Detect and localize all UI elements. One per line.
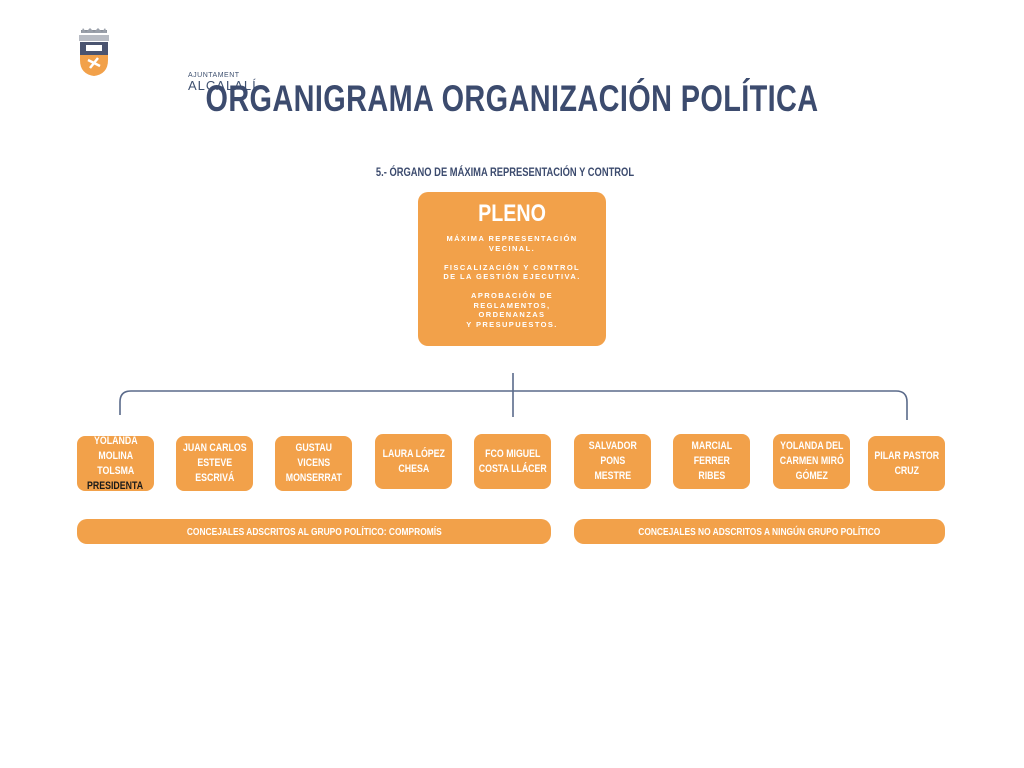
member-card: PILAR PASTOR CRUZ <box>868 436 945 491</box>
horizontal-connector <box>119 390 908 420</box>
member-name: YOLANDA DEL CARMEN MIRÓ GÓMEZ <box>779 440 844 482</box>
member-name: MARCIAL FERRER RIBES <box>691 440 732 482</box>
member-name: SALVADOR PONS MESTRE <box>588 440 637 482</box>
logo-top-text: AJUNTAMENT <box>188 72 240 79</box>
member-card: GUSTAU VICENS MONSERRAT <box>275 436 352 491</box>
member-card: YOLANDA MOLINA TOLSMA PRESIDENTA <box>77 434 154 492</box>
section-subtitle: 5.- ÓRGANO DE MÁXIMA REPRESENTACIÓN Y CO… <box>375 165 635 179</box>
member-card: YOLANDA DEL CARMEN MIRÓ GÓMEZ <box>773 434 850 489</box>
member-card: LAURA LÓPEZ CHESA <box>375 434 452 489</box>
member-name: GUSTAU VICENS MONSERRAT <box>285 442 342 484</box>
pleno-description: MÁXIMA REPRESENTACIÓN VECINAL. FISCALIZA… <box>443 234 581 329</box>
member-name: YOLANDA MOLINA TOLSMA <box>93 434 138 477</box>
coat-of-arms-icon <box>79 28 109 76</box>
member-name: JUAN CARLOS ESTEVE ESCRIVÁ <box>182 442 247 484</box>
member-card: JUAN CARLOS ESTEVE ESCRIVÁ <box>176 436 253 491</box>
member-name: PILAR PASTOR CRUZ <box>874 449 939 477</box>
member-role: PRESIDENTA <box>87 479 144 492</box>
group-bar-compromis: CONCEJALES ADSCRITOS AL GRUPO POLÍTICO: … <box>77 519 551 544</box>
logo-main-text: ALCALALÍ <box>188 78 257 93</box>
member-card: FCO MIGUEL COSTA LLÁCER <box>474 434 551 489</box>
ajuntament-logo: AJUNTAMENT ALCALALÍ <box>78 28 256 92</box>
group-label: CONCEJALES NO ADSCRITOS A NINGÚN GRUPO P… <box>638 525 881 538</box>
page-title: ORGANIGRAMA ORGANIZACIÓN POLÍTICA <box>205 78 819 119</box>
pleno-box: PLENO MÁXIMA REPRESENTACIÓN VECINAL. FIS… <box>418 192 606 346</box>
member-name: LAURA LÓPEZ CHESA <box>382 447 445 475</box>
member-card: SALVADOR PONS MESTRE <box>574 434 651 489</box>
group-label: CONCEJALES ADSCRITOS AL GRUPO POLÍTICO: … <box>186 525 442 538</box>
pleno-title: PLENO <box>478 200 546 227</box>
member-name: FCO MIGUEL COSTA LLÁCER <box>478 447 547 475</box>
member-card: MARCIAL FERRER RIBES <box>673 434 750 489</box>
group-bar-no-adscritos: CONCEJALES NO ADSCRITOS A NINGÚN GRUPO P… <box>574 519 945 544</box>
